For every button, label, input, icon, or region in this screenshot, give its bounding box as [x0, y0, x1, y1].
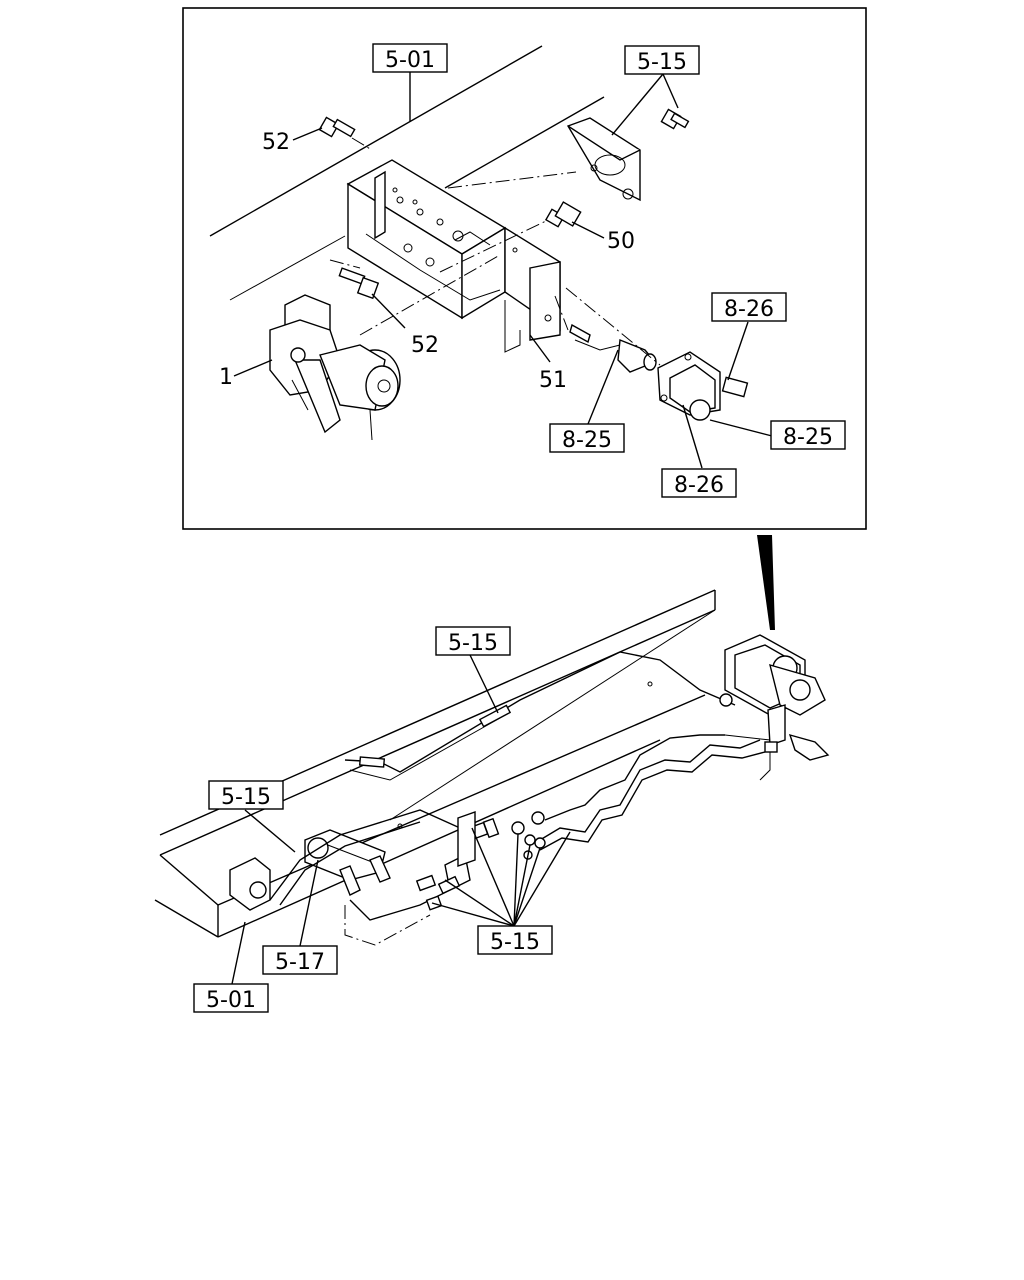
- callout-8-26-lower: 8-26: [661, 468, 737, 498]
- bolt-52-lower: [338, 267, 380, 300]
- callout-8-25-right: 8-25: [770, 420, 846, 450]
- front-valve-assembly: [719, 634, 830, 761]
- bolt-8-26: [721, 376, 749, 398]
- part-number-52-upper: 52: [262, 130, 290, 155]
- callout-label: 5-15: [221, 785, 271, 810]
- brake-cable: [344, 651, 736, 781]
- callout-5-01-top: 5-01: [372, 43, 448, 73]
- callout-5-15-mid: 5-15: [435, 626, 511, 656]
- brake-pipes: [269, 734, 771, 946]
- callout-label: 8-25: [783, 425, 833, 450]
- callout-label: 5-01: [206, 988, 256, 1013]
- frame-rail-lines: [209, 45, 605, 301]
- bolt-50: [544, 201, 582, 228]
- part-number-1: 1: [219, 365, 233, 390]
- part-number-52-lower: 52: [411, 333, 439, 358]
- callout-label: 8-25: [562, 428, 612, 453]
- sensor-harness-8-25: [569, 323, 657, 373]
- callout-label: 5-15: [637, 50, 687, 75]
- detail-frame: [182, 7, 867, 530]
- callout-label: 8-26: [724, 297, 774, 322]
- rear-bracket-left: [229, 857, 271, 911]
- callout-5-17: 5-17: [262, 945, 338, 975]
- callout-label: 5-15: [448, 631, 498, 656]
- callout-5-15-bottom: 5-15: [477, 925, 553, 955]
- relay-switch-8-26: [657, 351, 721, 421]
- starter-motor: [269, 294, 401, 441]
- callout-5-15-left: 5-15: [208, 780, 284, 810]
- part-number-51: 51: [539, 368, 567, 393]
- part-number-50: 50: [607, 229, 635, 254]
- detail-pointer: [757, 535, 775, 630]
- pipe-fittings: [415, 811, 546, 911]
- callout-5-15-top: 5-15: [624, 45, 700, 75]
- mounting-bracket-5-15: [566, 117, 641, 202]
- bolt-52-upper: [318, 116, 356, 138]
- callout-label: 5-01: [385, 48, 435, 73]
- cross-member-bracket: [346, 159, 561, 353]
- brake-valve-assembly: [304, 829, 391, 896]
- leader-lines-upper: [233, 72, 773, 469]
- callout-8-26-upper: 8-26: [711, 292, 787, 322]
- leader-lines-lower: [231, 654, 571, 985]
- callout-label: 5-15: [490, 930, 540, 955]
- callout-label: 8-26: [674, 473, 724, 498]
- bolt-5-15-upper: [660, 108, 690, 130]
- callout-8-25-left: 8-25: [549, 423, 625, 453]
- callout-label: 5-17: [275, 950, 325, 975]
- callout-5-01-bottom: 5-01: [193, 983, 269, 1013]
